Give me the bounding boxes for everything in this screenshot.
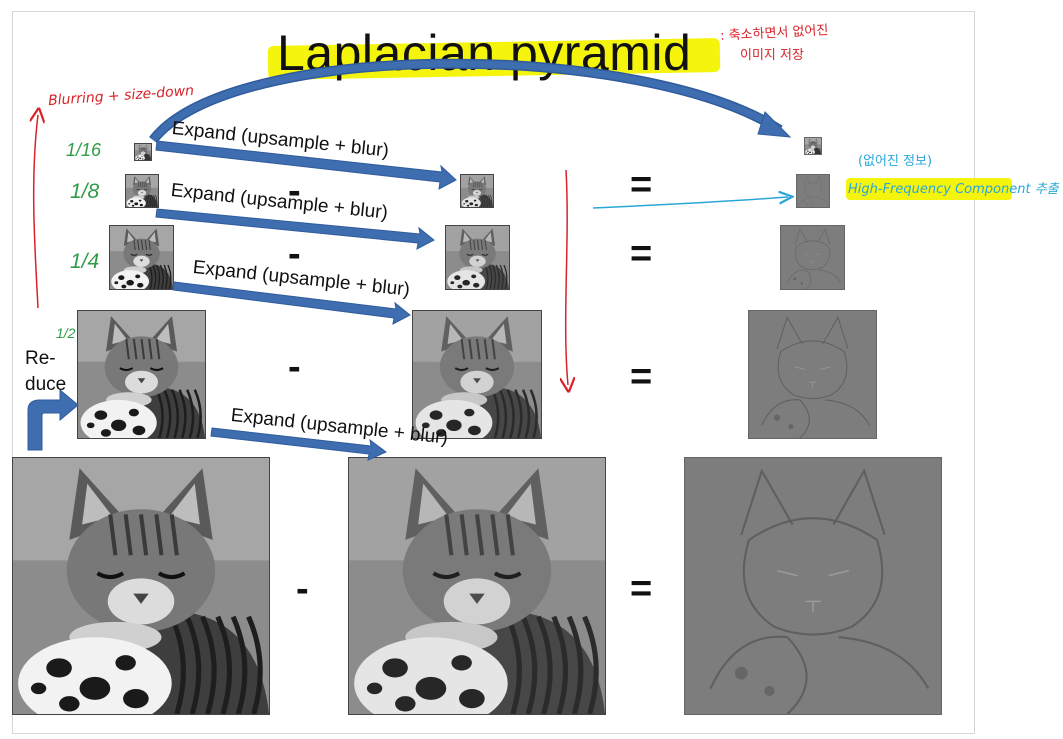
equals-op-1: = (630, 568, 653, 610)
laplacian-level-1-illustration (685, 458, 941, 714)
original-level-1-illustration (13, 458, 269, 714)
expand-arrow-4 (210, 427, 387, 461)
expanded-level-2-illustration (413, 311, 541, 438)
expanded-level-4 (445, 225, 510, 290)
original-level-8-illustration (126, 175, 158, 207)
original-level-16 (134, 143, 152, 161)
laplacian-level-8-illustration (797, 175, 829, 207)
curved-arrow-head (757, 111, 792, 138)
red-up-arrow (34, 115, 38, 309)
reduce-label-line1: Re- (25, 348, 56, 369)
expand-arrow-1 (155, 140, 457, 190)
laplacian-level-2-illustration (749, 311, 876, 438)
reduce-arrow (27, 388, 79, 451)
red-down-arrow (566, 169, 568, 385)
expanded-level-4-illustration (446, 226, 509, 289)
fraction-4: 1/4 (70, 250, 100, 273)
equals-op-2: = (630, 356, 653, 398)
laplacian-level-8 (796, 174, 830, 208)
original-level-1 (12, 457, 270, 715)
expanded-level-2 (412, 310, 542, 439)
original-level-16-illustration (135, 144, 151, 160)
minus-op-2: - (288, 346, 301, 388)
laplacian-level-1 (684, 457, 942, 715)
high-frequency-note: High-Frequency Component 추출 (848, 182, 1059, 197)
blue-arrow (592, 197, 788, 209)
original-level-2 (77, 310, 206, 439)
original-level-4-illustration (110, 226, 173, 289)
expanded-level-1 (348, 457, 606, 715)
expanded-level-8-illustration (461, 175, 493, 207)
minus-op-4: - (288, 233, 301, 275)
minus-op-1: - (296, 568, 309, 610)
high-frequency-highlight (846, 178, 1012, 200)
expand-arrow-3 (172, 281, 411, 325)
lost-info-note: (없어진 정보) (858, 154, 933, 169)
laplacian-level-2 (748, 310, 877, 439)
fraction-2: 1/2 (56, 325, 76, 341)
expanded-level-1-illustration (349, 458, 605, 714)
laplacian-level-4-illustration (781, 226, 844, 289)
laplacian-level-4 (780, 225, 845, 290)
expanded-level-8 (460, 174, 494, 208)
fraction-16: 1/16 (66, 140, 102, 160)
curved-arrow-outline (150, 60, 782, 143)
original-level-8 (125, 174, 159, 208)
reduce-label: Re- duce (25, 346, 66, 398)
equals-op-4: = (630, 233, 653, 275)
fraction-8: 1/8 (70, 180, 100, 203)
minus-op-8: - (288, 170, 301, 212)
top-right-note-2: 이미지 저장 (740, 48, 804, 63)
laplacian-top-residual (804, 137, 822, 155)
original-level-2-illustration (78, 311, 205, 438)
laplacian-top-residual-illustration (805, 138, 821, 154)
original-level-4 (109, 225, 174, 290)
equals-op-8: = (630, 164, 653, 206)
expand-arrow-2 (155, 208, 435, 250)
reduce-label-line2: duce (25, 374, 67, 395)
